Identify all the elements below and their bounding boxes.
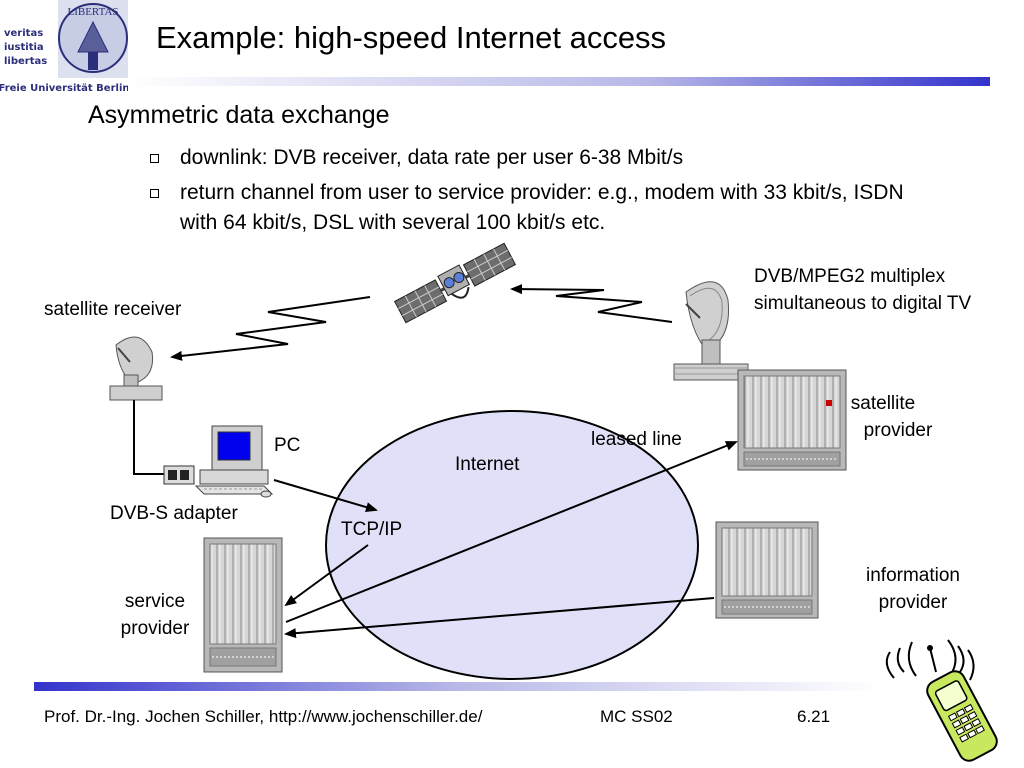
satellite-provider-label-line1: satellite <box>850 393 916 414</box>
university-logo: LIBERTAS veritas iustitia libertas Freie… <box>0 0 129 96</box>
section-heading: Asymmetric data exchange <box>88 101 390 129</box>
satellite-provider-label-line2: provider <box>863 420 933 441</box>
svg-text:veritas: veritas <box>4 28 43 39</box>
pc-to-internet-arrow <box>273 479 378 512</box>
service-provider-label-line2: provider <box>120 618 190 639</box>
svg-text:iustitia: iustitia <box>4 42 44 53</box>
uplink-arrow <box>510 284 673 323</box>
svg-text:libertas: libertas <box>4 56 47 67</box>
multiplex-label-line2: simultaneous to digital TV <box>754 293 972 314</box>
footer-page-number: 6.21 <box>797 707 831 726</box>
service-provider-label-line1: service <box>124 591 186 612</box>
svg-text:LIBERTAS: LIBERTAS <box>67 6 118 18</box>
receiver-dish-icon <box>109 336 163 401</box>
information-provider-arrow <box>284 597 715 639</box>
uplink-dish-icon <box>673 281 749 381</box>
pc-icon <box>194 425 274 498</box>
downlink-arrow <box>170 296 371 361</box>
satellite-icon <box>393 242 517 324</box>
information-provider-label-line1: information <box>866 565 960 586</box>
tcp-ip-label: TCP/IP <box>341 519 403 540</box>
slide-title: Example: high-speed Internet access <box>156 20 667 55</box>
leased-line-label: leased line <box>591 429 682 450</box>
dvb-adapter-icon <box>163 465 195 485</box>
svg-text:Freie Universität Berlin: Freie Universität Berlin <box>0 83 128 94</box>
service-provider-rack-icon <box>203 537 283 673</box>
leased-line-arrow <box>285 441 738 623</box>
multiplex-label-line1: DVB/MPEG2 multiplex <box>754 266 946 287</box>
footer-course: MC SS02 <box>600 707 673 726</box>
bullet-box-icon <box>150 189 159 198</box>
bullet-text: return channel from user to service prov… <box>180 181 904 234</box>
internet-label: Internet <box>455 454 520 475</box>
bullet-item: downlink: DVB receiver, data rate per us… <box>150 143 930 173</box>
internet-to-service-provider-arrow <box>284 544 369 607</box>
dvb-adapter-label: DVB-S adapter <box>110 503 238 524</box>
bullet-text: downlink: DVB receiver, data rate per us… <box>180 146 684 169</box>
footer-author: Prof. Dr.-Ing. Jochen Schiller, http://w… <box>44 707 483 726</box>
footer-bar <box>34 682 880 691</box>
pc-label: PC <box>274 435 301 456</box>
information-provider-label-line2: provider <box>878 592 948 613</box>
information-provider-rack-icon <box>715 521 819 619</box>
bullet-item: return channel from user to service prov… <box>150 178 930 238</box>
title-bar <box>128 77 990 86</box>
bullet-box-icon <box>150 154 159 163</box>
satellite-receiver-label: satellite receiver <box>44 299 182 320</box>
satellite-provider-rack-icon <box>737 369 847 471</box>
mobile-phone-icon <box>885 639 998 762</box>
internet-cloud <box>325 410 699 680</box>
